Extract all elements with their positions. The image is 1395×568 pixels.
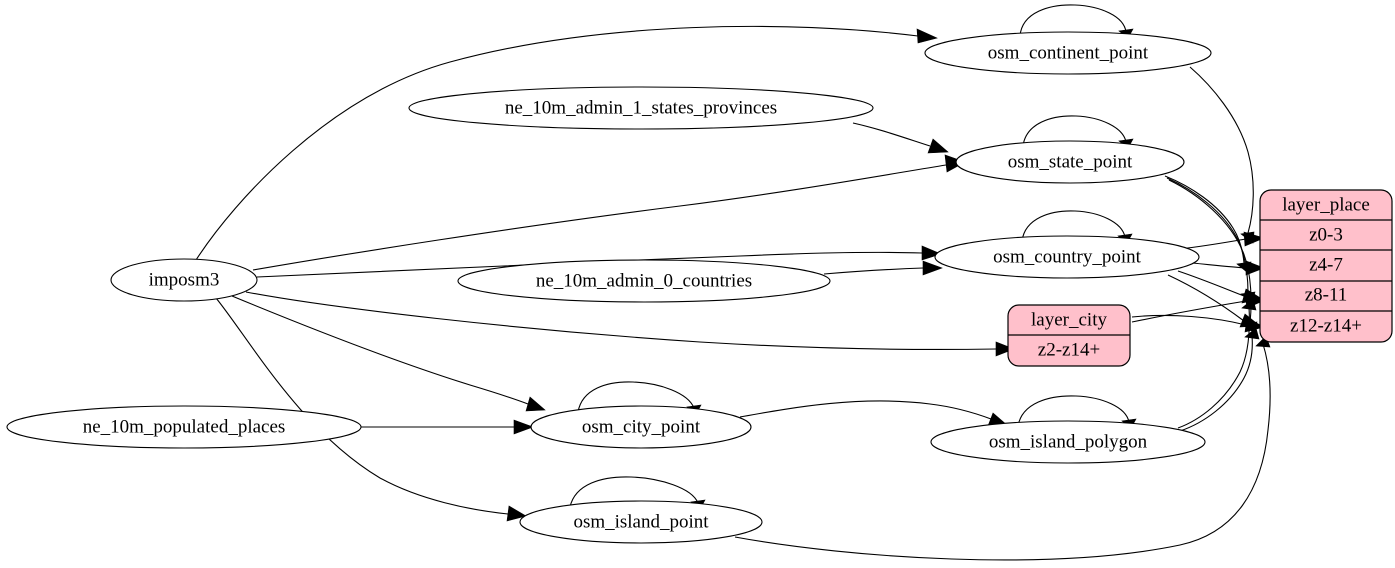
record-node-layer-place[interactable]: layer_place z0-3 z4-7 z8-11 z12-z14+ [1259, 189, 1393, 343]
node-osm-state-point[interactable]: osm_state_point [955, 140, 1185, 184]
edge-self-loop-osm-continent-point [1019, 4, 1127, 37]
edge-ne-states-to-osm-state-point [852, 122, 931, 147]
node-shape[interactable] [930, 420, 1206, 464]
edge-self-loop-osm-state-point [1022, 115, 1127, 147]
node-layer: imposm3 ne_10m_admin_1_states_provinces … [6, 31, 1212, 544]
edge-osm-country-point-to-layer-place-z8-11 [1177, 270, 1245, 297]
edge-imposm3-to-osm-country-point [256, 251, 923, 278]
node-shape[interactable] [519, 500, 763, 544]
edge-layer-city-to-layer-place-z8-11 [1131, 300, 1247, 323]
node-osm-city-point[interactable]: osm_city_point [530, 405, 752, 449]
edge-imposm3-to-osm-continent-point [195, 25, 919, 261]
edge-osm-country-point-to-layer-place-z0-3 [1179, 238, 1247, 250]
node-shape[interactable] [934, 235, 1200, 279]
edge-layer-city-to-layer-place-z12-z14 [1131, 314, 1247, 326]
edge-osm-island-point-to-layer-place-z12-z14 [734, 343, 1271, 561]
arrowhead-icon [1245, 260, 1265, 276]
edge-self-loop-osm-city-point [577, 381, 695, 413]
edge-self-loop-osm-island-polygon [1017, 395, 1130, 427]
arrowhead-icon [927, 138, 949, 154]
edge-osm-city-point-to-osm-island-polygon [739, 400, 992, 420]
arrowhead-icon [995, 341, 1015, 357]
edge-osm-country-point-to-layer-place-z4-7 [1191, 262, 1247, 269]
arrowhead-icon [1243, 231, 1265, 247]
edge-osm-island-polygon-to-layer-place-z8-11 [1177, 306, 1250, 429]
node-osm-country-point[interactable]: osm_country_point [934, 235, 1200, 279]
arrowhead-icon [506, 505, 527, 522]
edge-osm-island-polygon-to-layer-place-z12-z14 [1179, 335, 1253, 432]
node-shape[interactable] [6, 405, 362, 449]
node-osm-island-polygon[interactable]: osm_island_polygon [930, 420, 1206, 464]
node-imposm3[interactable]: imposm3 [110, 258, 258, 302]
arrowhead-icon [922, 260, 943, 276]
edge-osm-continent-point-to-layer-place-z0-3 [1189, 66, 1254, 234]
edge-layer [195, 4, 1271, 561]
node-shape[interactable] [530, 405, 752, 449]
arrowhead-icon [1241, 298, 1257, 311]
edge-imposm3-to-osm-city-point [231, 295, 529, 405]
node-ne-10m-admin-1-states-provinces[interactable]: ne_10m_admin_1_states_provinces [408, 86, 874, 130]
arrowhead-icon [513, 419, 534, 435]
layer-place-box[interactable] [1259, 189, 1393, 343]
arrowhead-icon [921, 245, 942, 261]
edge-ne-countries-to-osm-country-point [823, 267, 924, 275]
node-osm-island-point[interactable]: osm_island_point [519, 500, 763, 544]
edge-osm-country-point-to-layer-place-z12-z14 [1167, 274, 1245, 322]
node-osm-continent-point[interactable]: osm_continent_point [924, 31, 1212, 75]
arrowhead-icon [1244, 327, 1260, 340]
node-shape[interactable] [955, 140, 1185, 184]
edge-imposm3-to-osm-island-point [215, 297, 509, 515]
node-shape[interactable] [110, 258, 258, 302]
edge-self-loop-osm-island-point [569, 476, 699, 508]
edge-osm-state-point-to-layer-place-z8-11 [1166, 177, 1249, 294]
node-ne-10m-populated-places[interactable]: ne_10m_populated_places [6, 405, 362, 449]
edge-self-loop-osm-country-point [1021, 210, 1126, 242]
arrowhead-icon [525, 396, 546, 412]
node-ne-10m-admin-0-countries[interactable]: ne_10m_admin_0_countries [457, 259, 831, 303]
node-shape[interactable] [408, 86, 874, 130]
arrowhead-icon [944, 154, 966, 173]
node-shape[interactable] [924, 31, 1212, 75]
arrowhead-icon [916, 28, 938, 44]
node-shape[interactable] [457, 259, 831, 303]
edge-imposm3-to-osm-state-point [252, 164, 947, 271]
edge-imposm3-to-layer-city [245, 291, 997, 351]
record-node-layer-city[interactable]: layer_city z2-z14+ [1007, 304, 1131, 367]
